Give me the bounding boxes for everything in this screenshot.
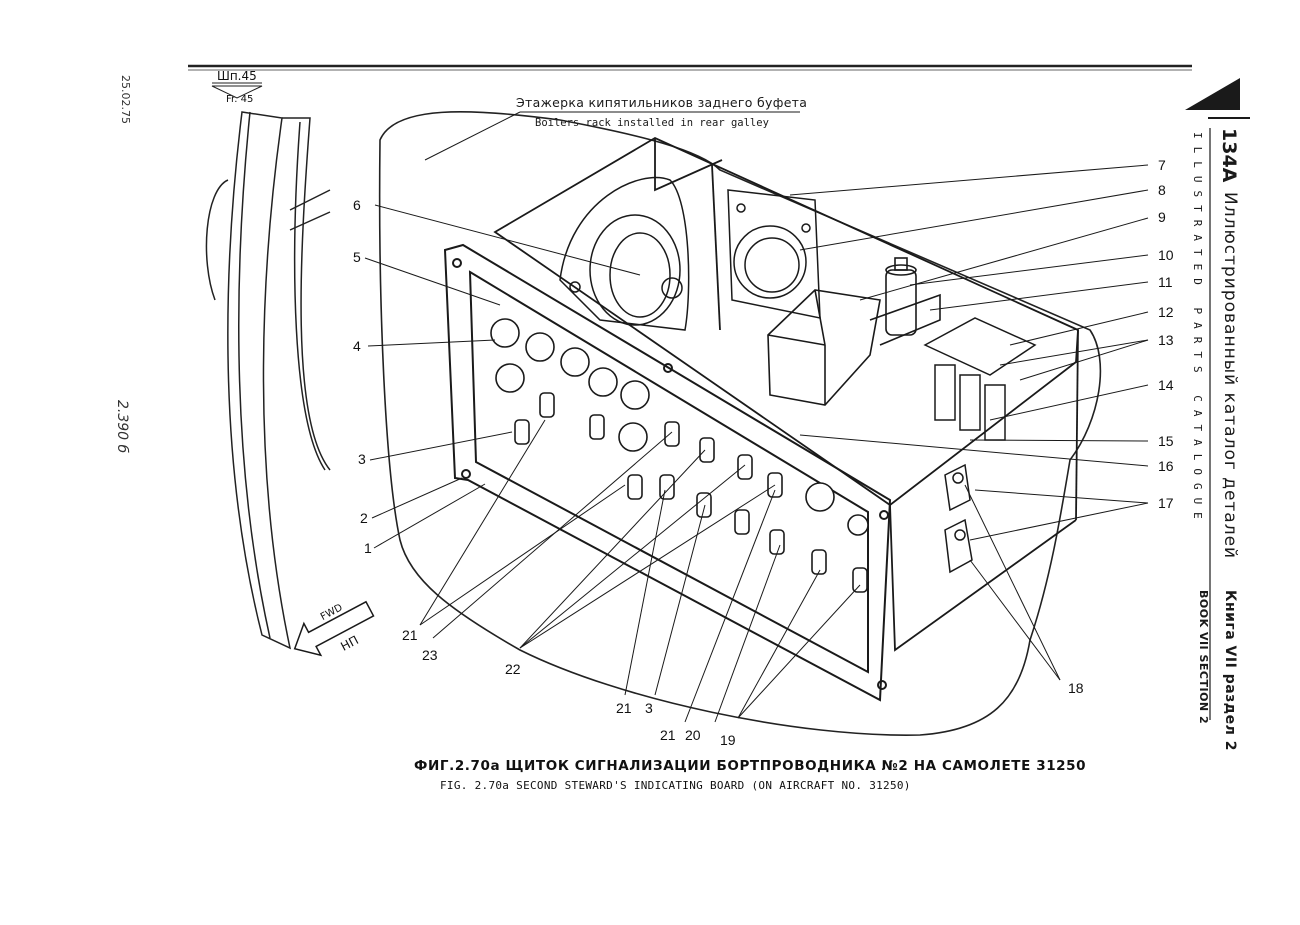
callouts-left: 6 5 4 3 2 1 bbox=[353, 197, 372, 556]
sidebar-book-en: BOOK VII SECTION 2 bbox=[1197, 590, 1210, 725]
side-code: 2.390 б bbox=[114, 400, 130, 454]
callout-7: 7 bbox=[1158, 157, 1166, 173]
rack-label-ru: Этажерка кипятильников заднего буфета bbox=[516, 95, 808, 110]
callout-17: 17 bbox=[1158, 495, 1174, 511]
frame-ru: Шп.45 bbox=[217, 69, 257, 83]
callout-1: 1 bbox=[364, 540, 372, 556]
front-panel bbox=[443, 243, 892, 702]
callouts-bottom: 21 23 22 21 3 21 20 19 bbox=[402, 627, 736, 748]
lamp-sockets bbox=[923, 317, 1037, 574]
figure-caption-en: FIG. 2.70a SECOND STEWARD'S INDICATING B… bbox=[440, 779, 911, 792]
leader-lines bbox=[364, 111, 1149, 723]
side-date: 25.02.75 bbox=[119, 75, 132, 124]
callout-18: 18 bbox=[1068, 680, 1084, 696]
logo-mark bbox=[1185, 78, 1250, 720]
sidebar-title-ru: Иллюстрированный каталог деталей bbox=[1220, 192, 1240, 560]
callout-19: 19 bbox=[720, 732, 736, 748]
callouts-right: 7 8 9 10 11 12 13 14 15 16 17 18 bbox=[1068, 157, 1174, 696]
callout-11: 11 bbox=[1158, 274, 1173, 290]
callout-23: 23 bbox=[422, 647, 438, 663]
callout-8: 8 bbox=[1158, 182, 1166, 198]
rack-outline bbox=[378, 110, 1102, 736]
callout-21-left: 21 bbox=[402, 627, 418, 643]
arrow-ru: НП bbox=[338, 633, 361, 654]
callout-15: 15 bbox=[1158, 433, 1174, 449]
frame-label: Шп.45 Fr. 45 bbox=[211, 69, 263, 105]
callout-2: 2 bbox=[360, 510, 368, 526]
callout-14: 14 bbox=[1158, 377, 1174, 393]
callout-21-right: 21 bbox=[660, 727, 676, 743]
speaker-dome bbox=[559, 176, 690, 331]
callout-12: 12 bbox=[1158, 304, 1174, 320]
callout-4: 4 bbox=[353, 338, 361, 354]
callout-13: 13 bbox=[1158, 332, 1174, 348]
callout-6: 6 bbox=[353, 197, 361, 213]
rack-label-en: Boilers rack installed in rear galley bbox=[535, 117, 769, 129]
bulkhead-frame bbox=[205, 111, 331, 650]
frame-en: Fr. 45 bbox=[226, 94, 253, 105]
forward-arrow: FWD НП bbox=[293, 600, 375, 657]
callout-9: 9 bbox=[1158, 209, 1166, 225]
signal-board-box bbox=[493, 136, 1079, 652]
callout-3: 3 bbox=[358, 451, 366, 467]
sidebar-title-en: ILLUSTRATED PARTS CATALOGUE bbox=[1191, 132, 1204, 527]
callout-10: 10 bbox=[1158, 247, 1174, 263]
panel-controls bbox=[490, 318, 869, 593]
sidebar-book-ru: Книга VII раздел 2 bbox=[1222, 590, 1238, 751]
figure-caption-ru: ФИГ.2.70а ЩИТОК СИГНАЛИЗАЦИИ БОРТПРОВОДН… bbox=[414, 758, 1087, 774]
callout-16: 16 bbox=[1158, 458, 1174, 474]
relay-block bbox=[767, 257, 941, 406]
callout-21-mid: 21 bbox=[616, 700, 632, 716]
callout-22: 22 bbox=[505, 661, 521, 677]
callout-20: 20 bbox=[685, 727, 701, 743]
callout-3-bottom: 3 bbox=[645, 700, 653, 716]
callout-5: 5 bbox=[353, 249, 361, 265]
sidebar-model: 134A bbox=[1218, 128, 1240, 183]
